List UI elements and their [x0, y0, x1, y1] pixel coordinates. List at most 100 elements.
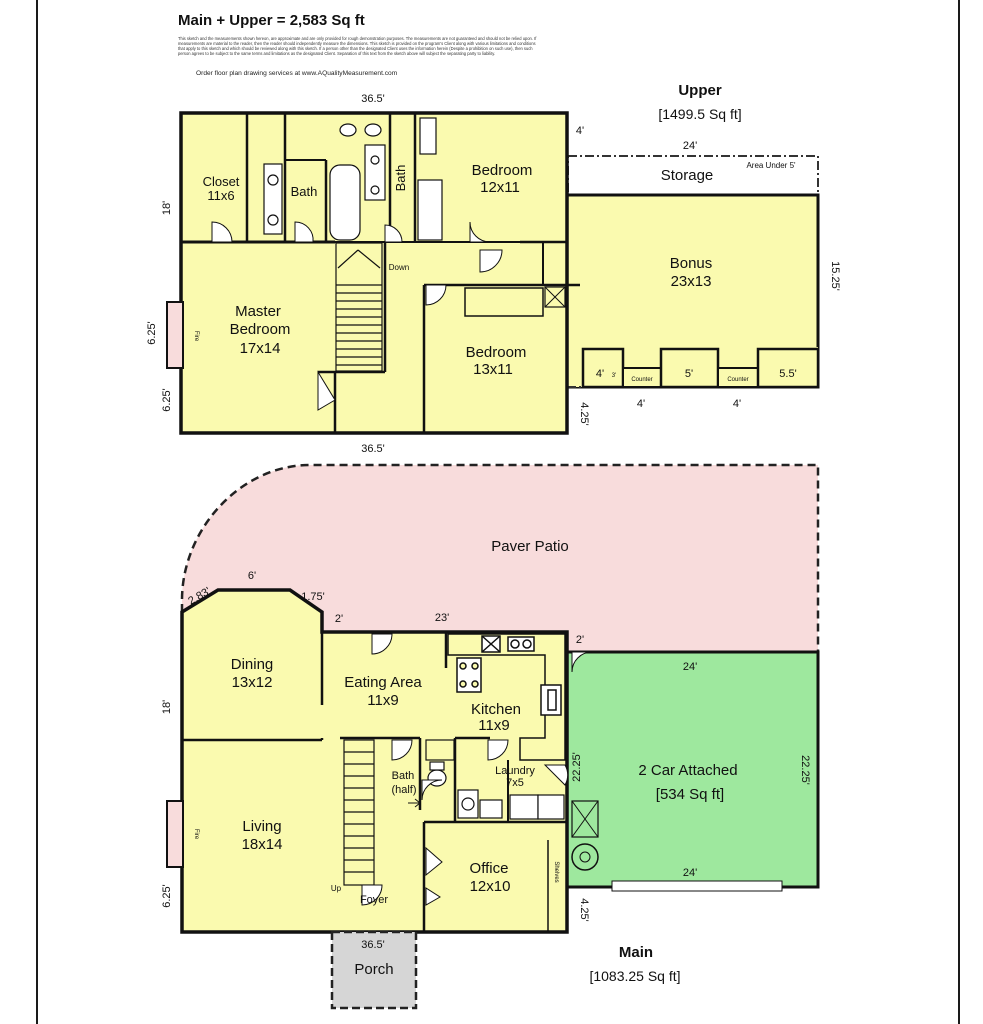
laundry-fixtures — [425, 739, 565, 820]
main-fire-label: Fire — [193, 829, 199, 840]
master-size: 17x14 — [240, 340, 281, 357]
area-under-label: Area Under 5' — [746, 161, 796, 170]
kitchen-label: Kitchen — [471, 701, 521, 718]
main-doors — [361, 633, 593, 906]
dim-storage-width: 24' — [683, 140, 697, 152]
porch-label: Porch — [354, 961, 393, 978]
dim-cell-b: 5' — [685, 368, 693, 380]
storage-label: Storage — [661, 167, 714, 184]
bath-fixtures-upper — [263, 117, 443, 241]
main-area: [1083.25 Sq ft] — [589, 968, 681, 984]
main-stairs — [343, 739, 375, 886]
living-label: Living — [242, 818, 281, 835]
upper-fireplace — [166, 301, 184, 369]
bedroom-b-size: 13x11 — [473, 361, 513, 378]
upper-floor: Closet 11x6 Bath Bath Bedroom 12x11 Stor… — [146, 93, 841, 455]
bedroom-b-label: Bedroom — [466, 344, 527, 361]
dim-upper-bot-b: 4' — [733, 398, 741, 410]
page-border-right — [958, 0, 960, 1024]
order-link-text[interactable]: Order floor plan drawing services at www… — [196, 70, 398, 77]
bedroom-a-label: Bedroom — [472, 162, 533, 179]
office-label: Office — [470, 860, 509, 877]
dim-upper-left-c: 6.25' — [161, 388, 173, 412]
bonus-size: 23x13 — [671, 273, 712, 290]
dim-garage-top: 24' — [683, 661, 697, 673]
dim-cell-a2: 3' — [612, 373, 616, 379]
down-label: Down — [389, 263, 409, 272]
up-label: Up — [331, 884, 342, 893]
bath1-label: Bath — [291, 184, 318, 199]
laundry-label: Laundry — [495, 765, 535, 777]
porch-area — [330, 930, 418, 1010]
main-floor: Paver Patio Dining 13x12 Eating Area 11x… — [161, 463, 820, 1010]
upper-stairs — [335, 242, 383, 372]
dim-main-top: 23' — [435, 612, 449, 624]
closet-label: Closet — [203, 174, 240, 189]
main-title: Main — [618, 944, 654, 961]
eating-label: Eating Area — [344, 674, 422, 691]
garage-area — [565, 650, 820, 889]
dim-two-b: 2' — [576, 634, 584, 646]
office-size: 12x10 — [470, 878, 511, 895]
upper-title: Upper — [678, 82, 722, 99]
bedroom-a-size: 12x11 — [480, 179, 520, 196]
garage-area: [534 Sq ft] — [656, 786, 724, 803]
kitchen-counters — [447, 633, 566, 761]
foyer-label: Foyer — [360, 894, 388, 906]
eating-size: 11x9 — [367, 692, 398, 709]
master-label-2: Bedroom — [230, 321, 291, 338]
wh-box-x — [571, 800, 599, 838]
dim-upper-left-b: 6.25' — [146, 321, 158, 345]
strip-cell-c — [756, 347, 820, 389]
disclaimer-text: This sketch and the measurements shown h… — [178, 36, 537, 56]
dim-upper-right: 15.25' — [829, 261, 841, 291]
garage-door — [611, 880, 783, 892]
garage-label: 2 Car Attached — [638, 762, 737, 779]
bath2-label: Bath — [393, 165, 408, 192]
dim-bay-top: 6' — [248, 570, 256, 582]
main-fireplace — [166, 800, 184, 868]
counter1-label: Counter — [631, 377, 652, 383]
dim-two-a: 2' — [335, 613, 343, 625]
dining-size: 13x12 — [232, 674, 273, 691]
shelves-label: Shelves — [553, 861, 559, 882]
entry-arrow-icon — [408, 798, 421, 808]
living-size: 18x14 — [242, 836, 283, 853]
upper-fire-label: Fire — [193, 331, 199, 342]
master-label-1: Master — [235, 303, 281, 320]
bonus-label: Bonus — [670, 255, 713, 272]
half-bath-label-2: (half) — [391, 784, 416, 796]
total-area-title: Main + Upper = 2,583 Sq ft — [178, 12, 365, 29]
dim-main-four-bot: 4.25' — [578, 898, 590, 922]
dim-garage-left: 22.25' — [571, 752, 583, 782]
hvac-box — [544, 286, 566, 308]
dim-porch: 36.5' — [361, 939, 385, 951]
upper-doors — [211, 221, 503, 411]
dim-upper-bot-a: 4' — [637, 398, 645, 410]
half-bath-label-1: Bath — [392, 770, 415, 782]
dim-garage-bottom: 24' — [683, 867, 697, 879]
dim-upper-bot-c: 4.25' — [578, 402, 590, 426]
dim-upper-top: 36.5' — [361, 93, 385, 105]
dim-bay-right: 1.75' — [301, 591, 325, 603]
storage-outline — [567, 155, 819, 197]
water-heater-circle — [571, 843, 599, 871]
water-heater-inner — [579, 851, 591, 863]
dining-label: Dining — [231, 656, 274, 673]
dim-main-left-a: 18' — [161, 700, 173, 714]
dim-upper-bottom: 36.5' — [361, 443, 385, 455]
water-heater-box — [571, 800, 599, 838]
dim-upper-four-top: 4' — [576, 125, 584, 137]
kitchen-size: 11x9 — [478, 717, 509, 734]
dim-cell-a: 4' — [596, 368, 604, 380]
page-border-left — [36, 0, 38, 1024]
hvac-box-x — [544, 286, 566, 308]
closet-size: 11x6 — [207, 188, 234, 203]
laundry-size: 7x5 — [506, 777, 524, 789]
closet-shelf — [464, 287, 544, 317]
dim-upper-left-a: 18' — [161, 201, 173, 215]
dim-main-left-b: 6.25' — [161, 884, 173, 908]
dim-garage-right: 22.25' — [799, 755, 811, 785]
dim-cell-c: 5.5' — [779, 368, 796, 380]
